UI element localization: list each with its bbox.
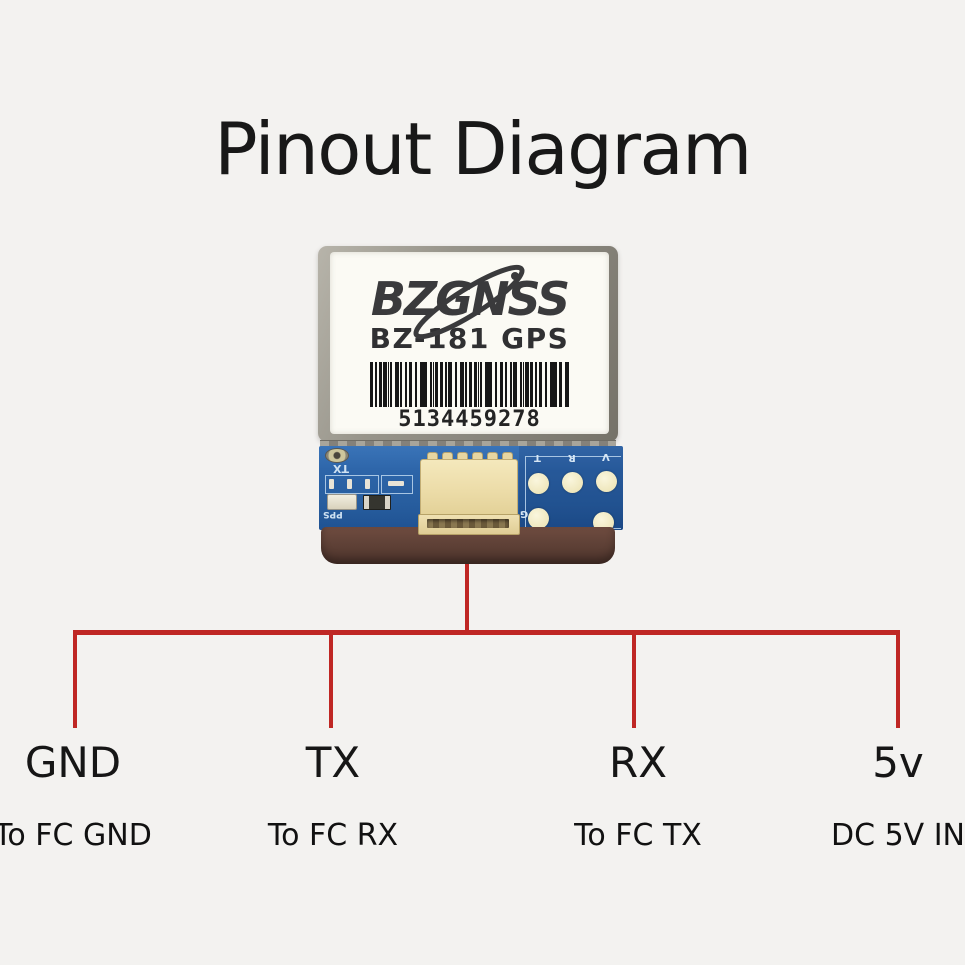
brand-text: BZGNSS [370,272,570,326]
solder-pad [528,508,549,529]
mounting-hole [325,448,349,463]
wire-drop-rx [632,632,636,728]
serial-number: 5134459278 [398,407,541,432]
solder-pad [596,471,617,492]
solder-pad [593,512,614,530]
pin-label-5v: 5v DC 5V IN [788,740,965,852]
wire-stem [465,556,469,634]
wire-drop-5v [896,632,900,728]
wire-horizontal-bus [73,630,900,635]
smd-pad [329,479,334,489]
component-outline-box [381,475,413,494]
pin-name: GND [24,738,122,787]
smd-pad [347,479,352,489]
pin-label-tx: TX To FC RX [223,740,443,852]
wire-drop-tx [329,632,333,728]
jst-connector [418,452,520,535]
brand-logo: BZGNSS [371,264,570,340]
solder-pad [562,472,583,493]
connector-body [420,459,518,518]
pad-label-g: G [520,508,529,519]
pin-label-gnd: GND To FC GND [0,740,183,852]
pin-label-rx: RX To FC TX [528,740,748,852]
component-outline-box [325,475,379,494]
connector-pin [427,452,438,462]
solder-row [320,440,616,449]
pin-description: To FC GND [0,818,152,853]
pad-label-v: V [602,451,610,462]
gps-antenna-shield: BZGNSS BZ-181 GPS 5134459278 [318,246,618,442]
connector-socket [418,514,520,535]
page-title: Pinout Diagram [214,107,752,191]
connector-pin [487,452,498,462]
connector-slot [427,519,509,528]
pin-name: RX [609,738,667,787]
barcode [369,362,570,407]
connector-pin [442,452,453,462]
pin-description: To FC RX [267,818,399,853]
pin-description: DC 5V IN [830,818,965,853]
pad-label-t: T [534,452,541,463]
gps-module: BZGNSS BZ-181 GPS 5134459278 TX [318,246,624,566]
solder-pad [528,473,549,494]
pad-label-r: R [568,452,576,463]
silkscreen-tx-label: TX [333,462,349,475]
smd-pad [365,479,370,489]
connector-pin [457,452,468,462]
model-text: BZ-181 GPS [369,322,570,355]
pin-description: To FC TX [574,818,702,853]
pin-name: 5v [872,738,924,787]
pin-name: TX [305,738,361,787]
connector-pin [472,452,483,462]
silkscreen-pps-label: PPS [323,509,343,519]
wire-drop-gnd [73,632,77,728]
smd-pad [388,481,404,486]
product-label: BZGNSS BZ-181 GPS 5134459278 [330,252,609,434]
connector-pin [502,452,513,462]
smd-resistor [363,495,391,510]
led-component [327,494,357,510]
